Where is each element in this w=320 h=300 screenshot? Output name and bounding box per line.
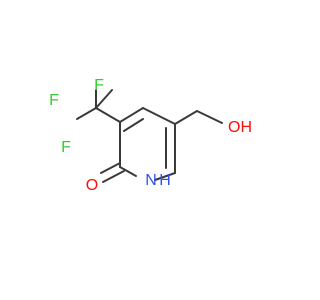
carbonyl-oxygen-label: O <box>86 177 98 194</box>
bond-cf3-f1 <box>76 107 97 120</box>
bond-c6-n1 <box>154 172 176 181</box>
structure-svg: F F F O N H OH <box>49 77 252 194</box>
fluorine-label-2: F <box>49 92 59 109</box>
fluorine-label-1: F <box>94 77 104 94</box>
atom-labels: F F F O N H OH <box>49 77 252 194</box>
nitrogen-hydrogen-label: H <box>159 172 171 189</box>
nitrogen-label: N <box>145 172 157 189</box>
bond-c4-c5 <box>142 107 176 125</box>
molecule-diagram: F F F O N H OH <box>49 77 252 195</box>
bond-cf3-f3 <box>95 89 113 109</box>
bond-ch2-oh <box>196 110 223 124</box>
hydroxyl-label: OH <box>228 119 252 136</box>
bond-c3-c4-inner <box>123 118 144 132</box>
fluorine-label-3: F <box>61 139 71 156</box>
bond-c2-o <box>100 162 121 174</box>
bond-c3-cf3 <box>95 107 121 123</box>
bonds <box>76 89 223 183</box>
bond-c5-ch2 <box>174 110 198 125</box>
bond-c2-o-second <box>102 170 125 183</box>
bond-c3-c4 <box>119 107 144 123</box>
bond-n1-c2 <box>119 166 137 177</box>
